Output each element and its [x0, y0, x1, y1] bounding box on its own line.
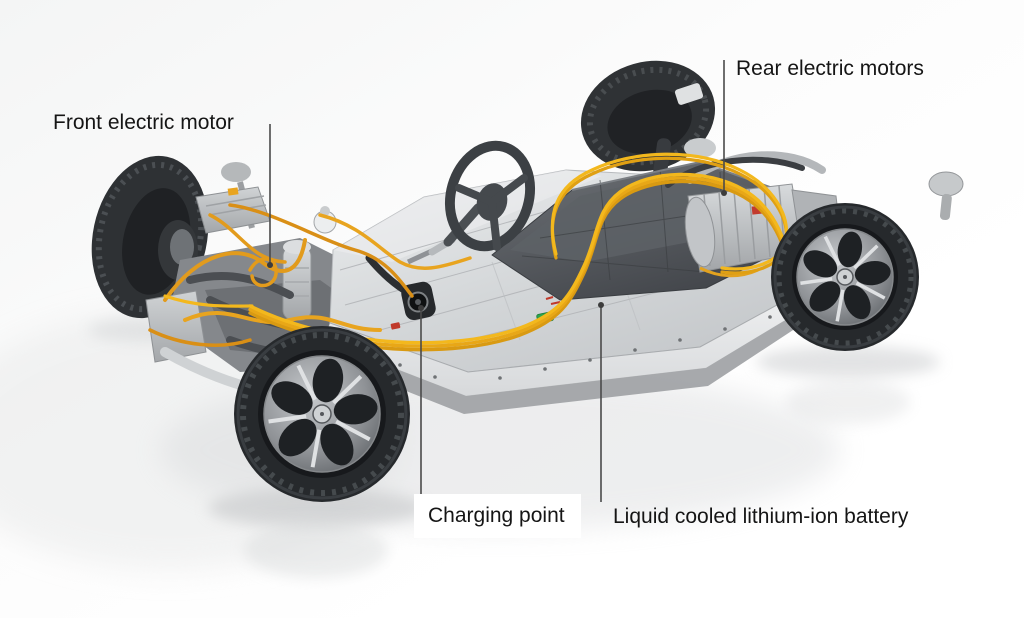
- leader-dot-battery: [598, 302, 604, 308]
- front-rim-spokes: [268, 358, 378, 468]
- leader-dot-charging-point: [418, 305, 424, 311]
- rear-electric-motor-unit: [665, 151, 964, 278]
- label-rear-electric-motors: Rear electric motors: [736, 57, 924, 80]
- label-front-electric-motor: Front electric motor: [53, 111, 234, 134]
- label-charging-point: Charging point: [414, 494, 581, 539]
- rear-near-wheel: [771, 203, 919, 351]
- rear-rim-spokes: [800, 231, 891, 322]
- leader-dot-rear-motors: [721, 190, 727, 196]
- front-near-wheel: [234, 326, 410, 502]
- leader-dot-front-motor: [267, 262, 273, 268]
- steering-wheel-rim: [444, 140, 536, 252]
- front-cable-cluster: [148, 203, 472, 347]
- rear-far-wheel: [580, 60, 716, 222]
- leader-lines: [267, 60, 727, 502]
- label-liquid-cooled-battery: Liquid cooled lithium-ion battery: [613, 505, 909, 528]
- steering-wheel: [406, 140, 536, 265]
